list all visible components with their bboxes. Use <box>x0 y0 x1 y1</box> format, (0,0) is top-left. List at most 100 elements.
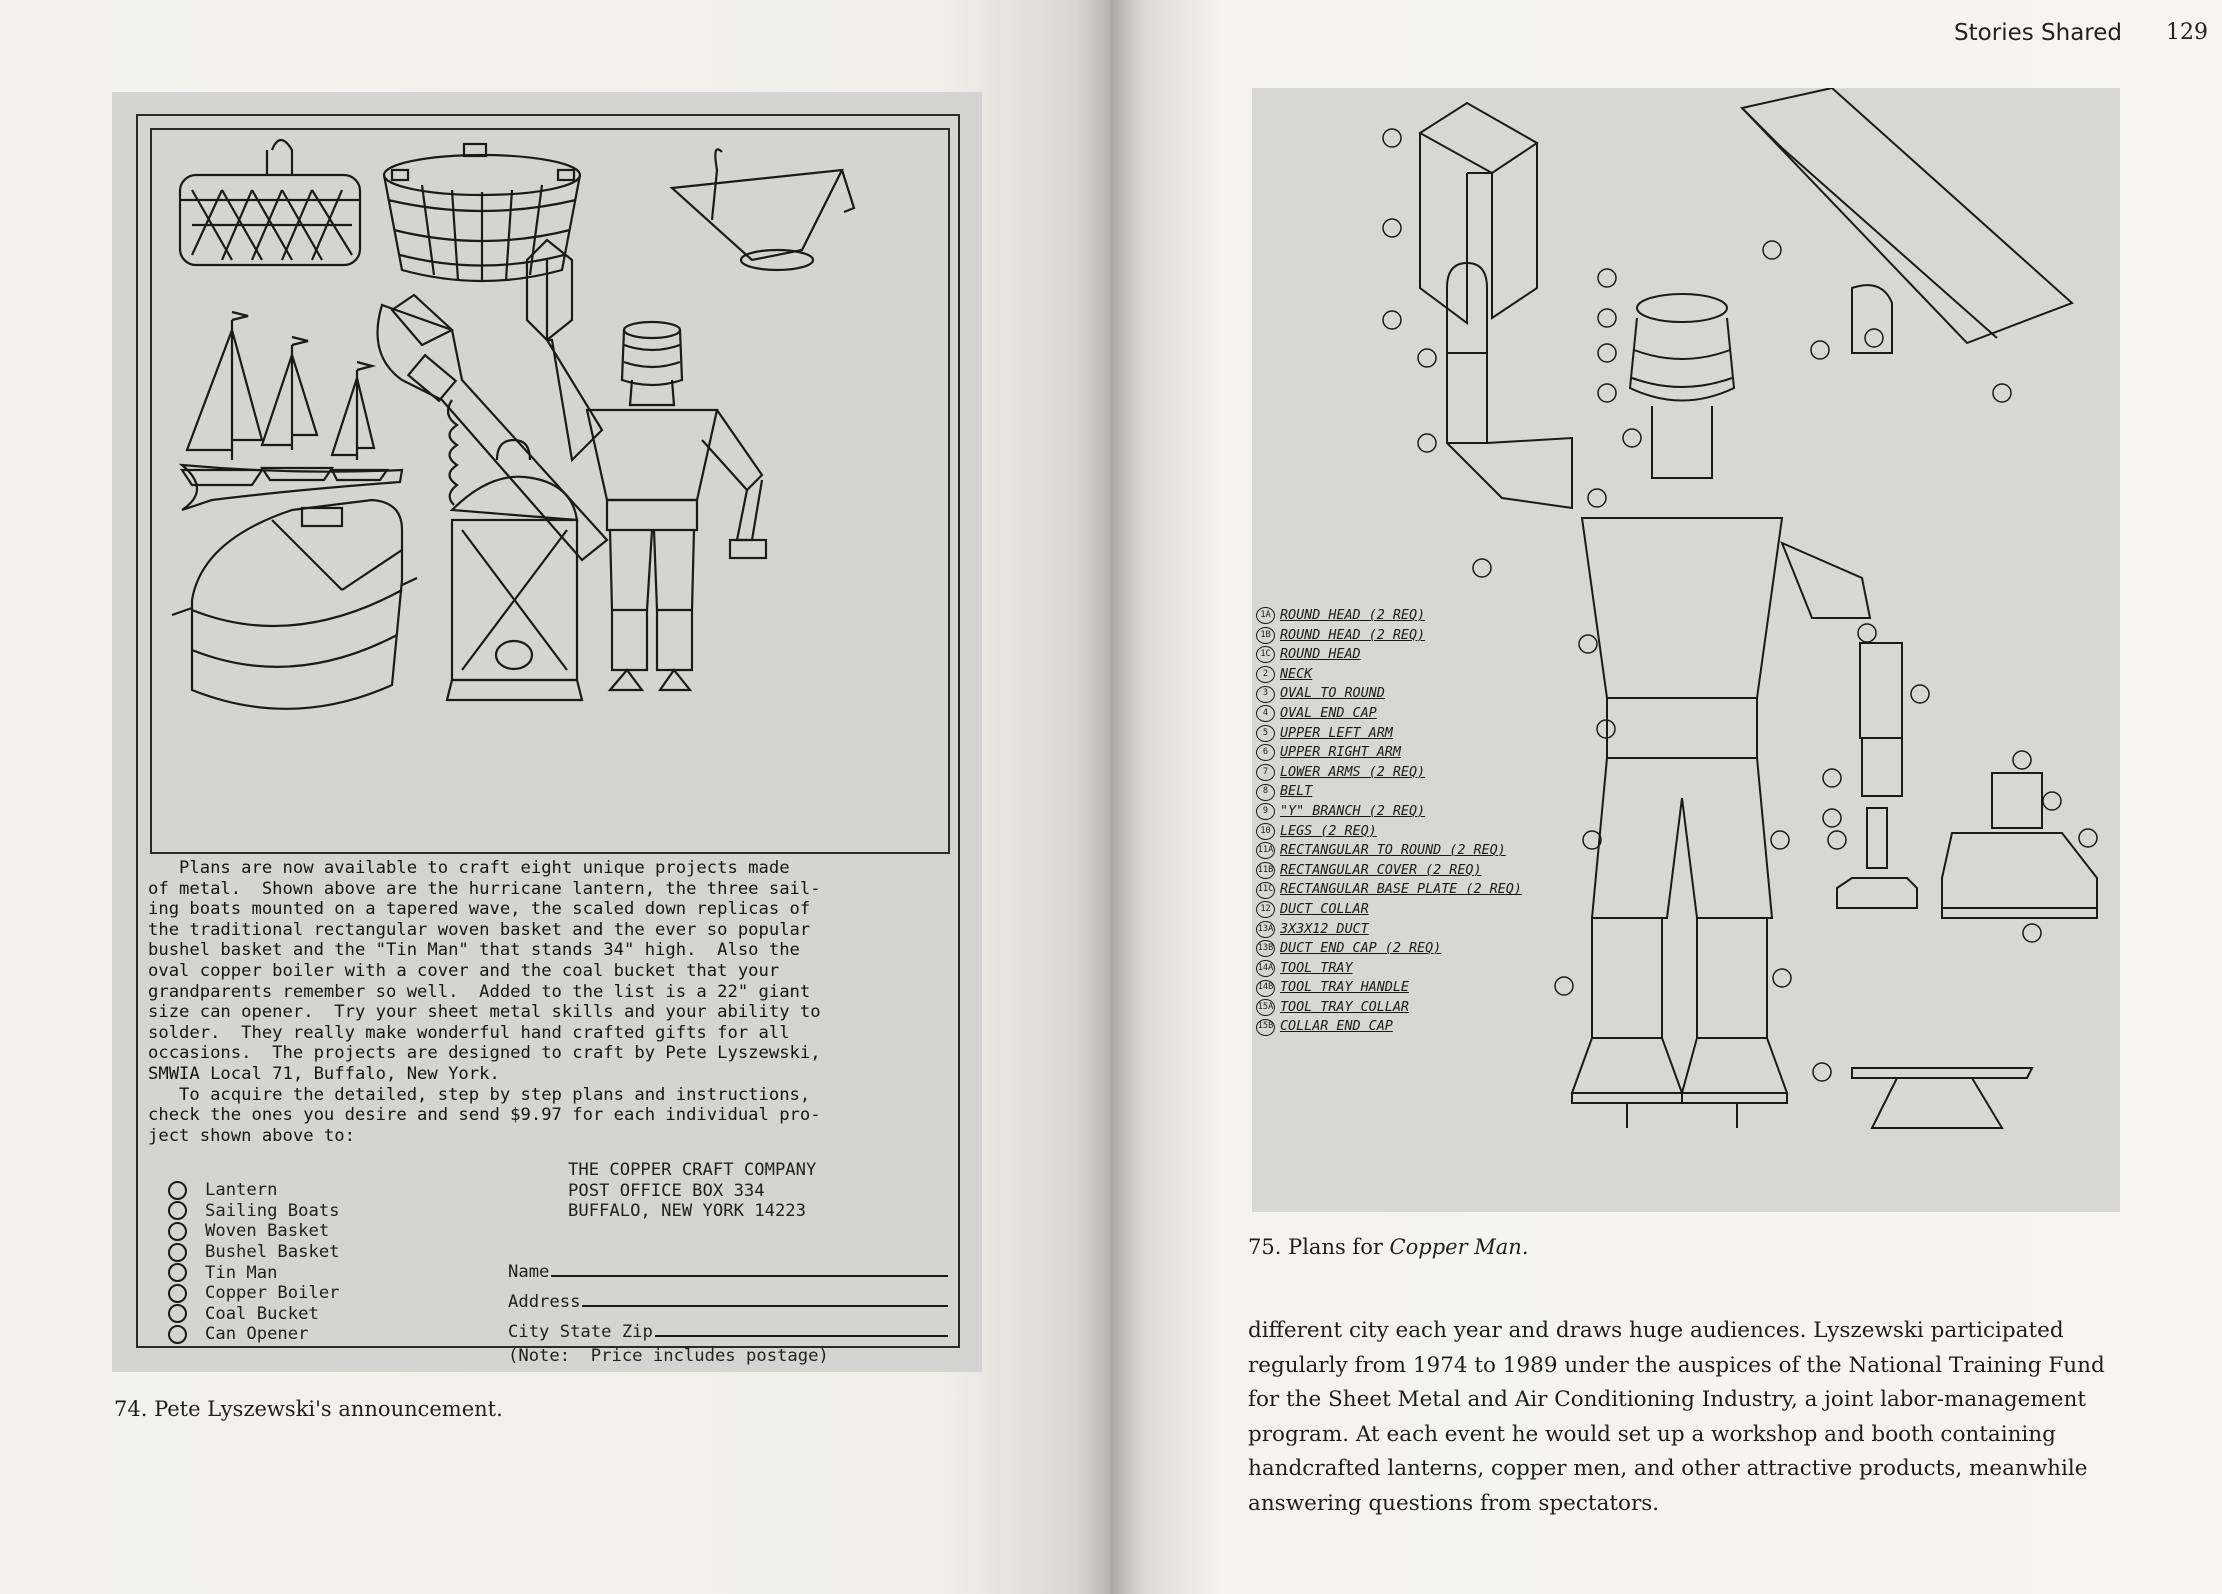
option-can-opener[interactable]: Can Opener <box>168 1324 340 1345</box>
part-number: 15B <box>1256 1018 1275 1036</box>
part-label: RECTANGULAR TO ROUND (2 REQ) <box>1280 843 1506 859</box>
parts-list-item: 15B COLLAR END CAP <box>1256 1017 1522 1037</box>
caption-title: Copper Man. <box>1389 1235 1529 1259</box>
coal-bucket-drawing <box>669 148 856 272</box>
part-number: 14A <box>1256 959 1275 977</box>
part-number: 5 <box>1256 724 1275 742</box>
announcement-line: ing boats mounted on a tapered wave, the… <box>148 899 811 920</box>
part-number: 7 <box>1256 764 1275 782</box>
option-lantern[interactable]: Lantern <box>168 1180 340 1201</box>
sailing-boats-drawing <box>178 310 404 512</box>
page-number: 129 <box>2166 20 2208 45</box>
right-arm-drawing <box>1780 541 1918 909</box>
name-field[interactable]: Name <box>508 1252 948 1282</box>
part-number: 12 <box>1256 901 1275 919</box>
announcement-line: occasions. The projects are designed to … <box>148 1043 821 1064</box>
name-line[interactable] <box>551 1275 948 1277</box>
option-label: Sailing Boats <box>205 1200 340 1221</box>
part-number: 6 <box>1256 744 1275 762</box>
radio-circle[interactable] <box>168 1324 187 1344</box>
parts-list-item: 13A 3X3X12 DUCT <box>1256 920 1522 940</box>
option-label: Copper Boiler <box>205 1283 340 1304</box>
announcement-line: solder. They really make wonderful hand … <box>148 1022 790 1043</box>
caption-74: 74. Pete Lyszewski's announcement. <box>114 1397 503 1421</box>
part-label: RECTANGULAR BASE PLATE (2 REQ) <box>1280 882 1522 898</box>
city-line[interactable] <box>654 1335 948 1337</box>
woven-basket-drawing <box>178 138 362 267</box>
can-opener-drawing <box>376 293 609 562</box>
caption-75: 75. Plans for Copper Man. <box>1248 1235 1529 1259</box>
project-options: Lantern Sailing Boats Woven Basket Bushe… <box>168 1180 340 1345</box>
part-label: OVAL END CAP <box>1280 705 1377 721</box>
bushel-basket-drawing <box>382 142 582 283</box>
announcement-line: SMWIA Local 71, Buffalo, New York. <box>148 1063 500 1084</box>
part-label: RECTANGULAR COVER (2 REQ) <box>1280 862 1482 878</box>
option-sailing-boats[interactable]: Sailing Boats <box>168 1201 340 1222</box>
part-number: 1B <box>1256 626 1275 644</box>
raised-arm-drawing <box>1418 101 1573 510</box>
part-label: TOOL TRAY COLLAR <box>1280 999 1409 1015</box>
announcement-line: bushel basket and the "Tin Man" that sta… <box>148 940 800 961</box>
announcement-line: To acquire the detailed, step by step pl… <box>148 1084 811 1105</box>
part-label: COLLAR END CAP <box>1280 1019 1393 1035</box>
radio-circle[interactable] <box>168 1283 187 1303</box>
part-number: 9 <box>1256 803 1275 821</box>
address-form: Name Address City State Zip (Note: Price… <box>508 1252 948 1366</box>
option-copper-boiler[interactable]: Copper Boiler <box>168 1283 340 1304</box>
option-label: Coal Bucket <box>205 1303 319 1324</box>
part-label: TOOL TRAY HANDLE <box>1280 980 1409 996</box>
radio-circle[interactable] <box>168 1242 187 1262</box>
radio-circle[interactable] <box>168 1201 187 1221</box>
project-drawings <box>150 128 950 854</box>
option-label: Woven Basket <box>205 1221 330 1242</box>
body-paragraph: different city each year and draws huge … <box>1248 1318 2105 1516</box>
radio-circle[interactable] <box>168 1263 187 1283</box>
part-label: DUCT COLLAR <box>1280 901 1369 917</box>
announcement-line: Plans are now available to craft eight u… <box>148 858 790 878</box>
announcement-line: oval copper boiler with a cover and the … <box>148 960 780 981</box>
company-name: THE COPPER CRAFT COMPANY <box>568 1160 817 1180</box>
radio-circle[interactable] <box>168 1180 187 1200</box>
announcement-text: Plans are now available to craft eight u… <box>148 858 948 1146</box>
option-label: Lantern <box>205 1180 278 1201</box>
option-bushel-basket[interactable]: Bushel Basket <box>168 1242 340 1263</box>
address-line[interactable] <box>582 1305 948 1307</box>
callout-markers <box>1382 128 2098 1082</box>
option-coal-bucket[interactable]: Coal Bucket <box>168 1304 340 1325</box>
part-number: 1C <box>1256 646 1275 664</box>
option-tin-man[interactable]: Tin Man <box>168 1262 340 1283</box>
radio-circle[interactable] <box>168 1304 187 1324</box>
company-po-box: POST OFFICE BOX 334 <box>568 1180 765 1201</box>
part-number: 2 <box>1256 666 1275 684</box>
parts-list-item: 4 OVAL END CAP <box>1256 704 1522 724</box>
announcement-line: size can opener. Try your sheet metal sk… <box>148 1002 821 1023</box>
address-field[interactable]: Address <box>508 1282 948 1312</box>
part-number: 3 <box>1256 685 1275 703</box>
part-number: 4 <box>1256 705 1275 723</box>
announcement-frame: Plans are now available to craft eight u… <box>136 114 960 1366</box>
announcement-line: ject shown above to: <box>148 1125 355 1146</box>
part-number: 11A <box>1256 842 1275 860</box>
option-woven-basket[interactable]: Woven Basket <box>168 1221 340 1242</box>
city-field[interactable]: City State Zip <box>508 1312 948 1342</box>
announcement-paragraph-1: Plans are now available to craft eight u… <box>148 858 948 1085</box>
part-number: 13A <box>1256 920 1275 938</box>
radio-circle[interactable] <box>168 1221 187 1241</box>
announcement-paragraph-2: To acquire the detailed, step by step pl… <box>148 1085 948 1147</box>
option-label: Bushel Basket <box>205 1242 340 1263</box>
city-label: City State Zip <box>508 1322 653 1342</box>
part-label: 3X3X12 DUCT <box>1280 921 1369 937</box>
body-text: different city each year and draws huge … <box>1248 1314 2118 1521</box>
company-city: BUFFALO, NEW YORK 14223 <box>568 1201 806 1222</box>
